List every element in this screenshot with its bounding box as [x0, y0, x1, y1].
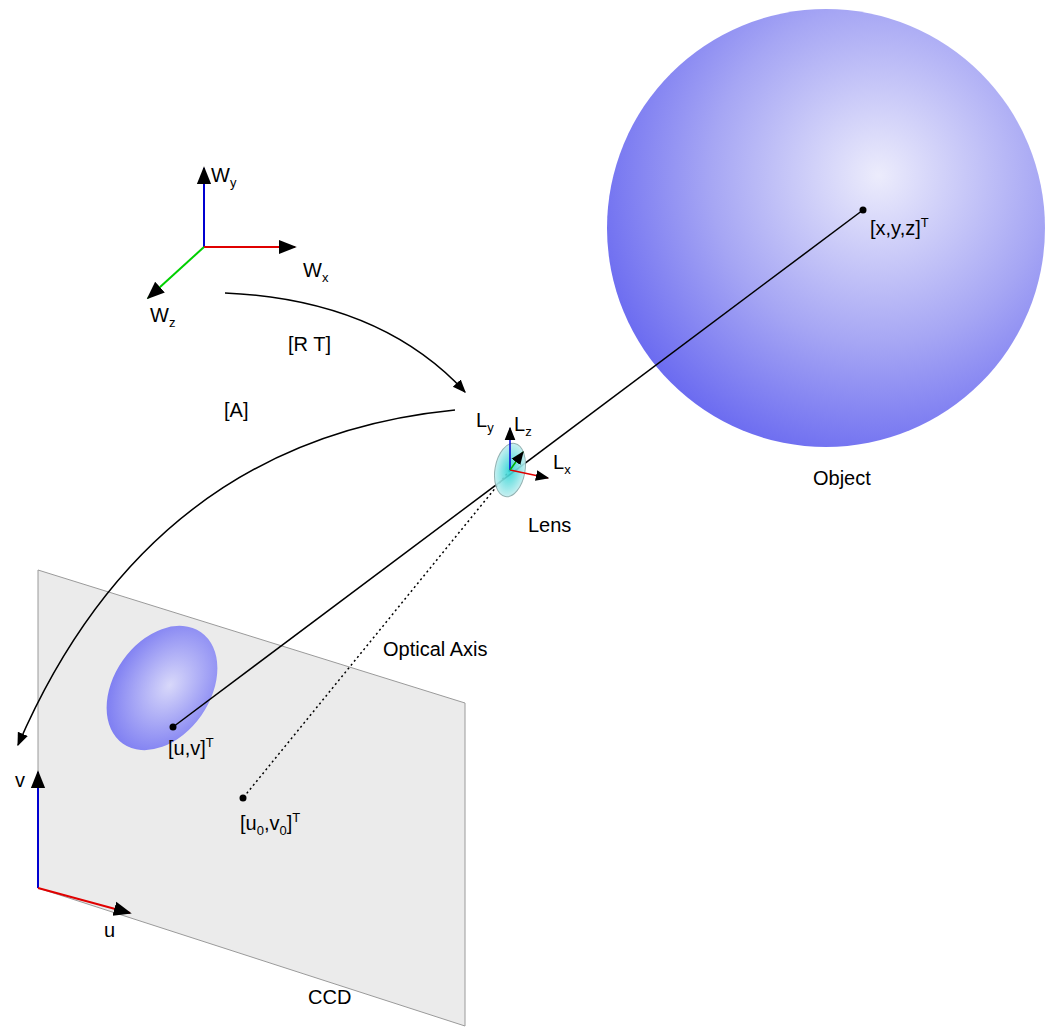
- transform-label: [A]: [224, 398, 248, 422]
- object-node: [x,y,z]T Object: [606, 8, 1047, 503]
- point-label: [u,v]T: [168, 735, 214, 760]
- object-label: Object: [813, 466, 871, 490]
- ccd-label: CCD: [308, 985, 351, 1009]
- axis-label: Lx: [553, 450, 571, 478]
- u-axis: [38, 888, 130, 913]
- object-point: [860, 207, 867, 214]
- v-axis: [37, 772, 39, 888]
- lens-x-axis: [510, 470, 548, 478]
- axis-label: Ly: [476, 408, 494, 436]
- transform-label: [R T]: [288, 332, 331, 356]
- world-x-axis: [204, 246, 295, 248]
- world-y-axis: [203, 168, 205, 247]
- axis-label: u: [104, 918, 115, 942]
- extrinsic-arrow: [225, 293, 465, 392]
- axis-label: Optical Axis: [383, 637, 487, 661]
- intrinsic-arrow: [18, 410, 455, 745]
- projected-image: [84, 605, 241, 771]
- ccd-node: [u,v]T [u0,v0]T v uCCD: [0, 565, 470, 1028]
- axis-label: Wy: [211, 163, 236, 191]
- axis-label: Lz: [514, 412, 532, 440]
- axis-label: v: [15, 768, 25, 792]
- object-sphere: [607, 9, 1045, 447]
- axis-label: Wx: [303, 258, 328, 286]
- principal-point: [240, 795, 247, 802]
- axis-label: Wz: [150, 303, 175, 331]
- point-label: [u0,v0]T: [240, 810, 300, 838]
- lens-z-axis: [510, 452, 523, 470]
- image-point: [170, 724, 177, 731]
- point-label: [x,y,z]T: [870, 215, 929, 240]
- optical-axis: [243, 470, 510, 798]
- lens-label: Lens: [528, 513, 571, 537]
- lens-y-axis: [509, 428, 511, 470]
- world-z-axis: [148, 247, 204, 298]
- projection-ray: [173, 210, 863, 727]
